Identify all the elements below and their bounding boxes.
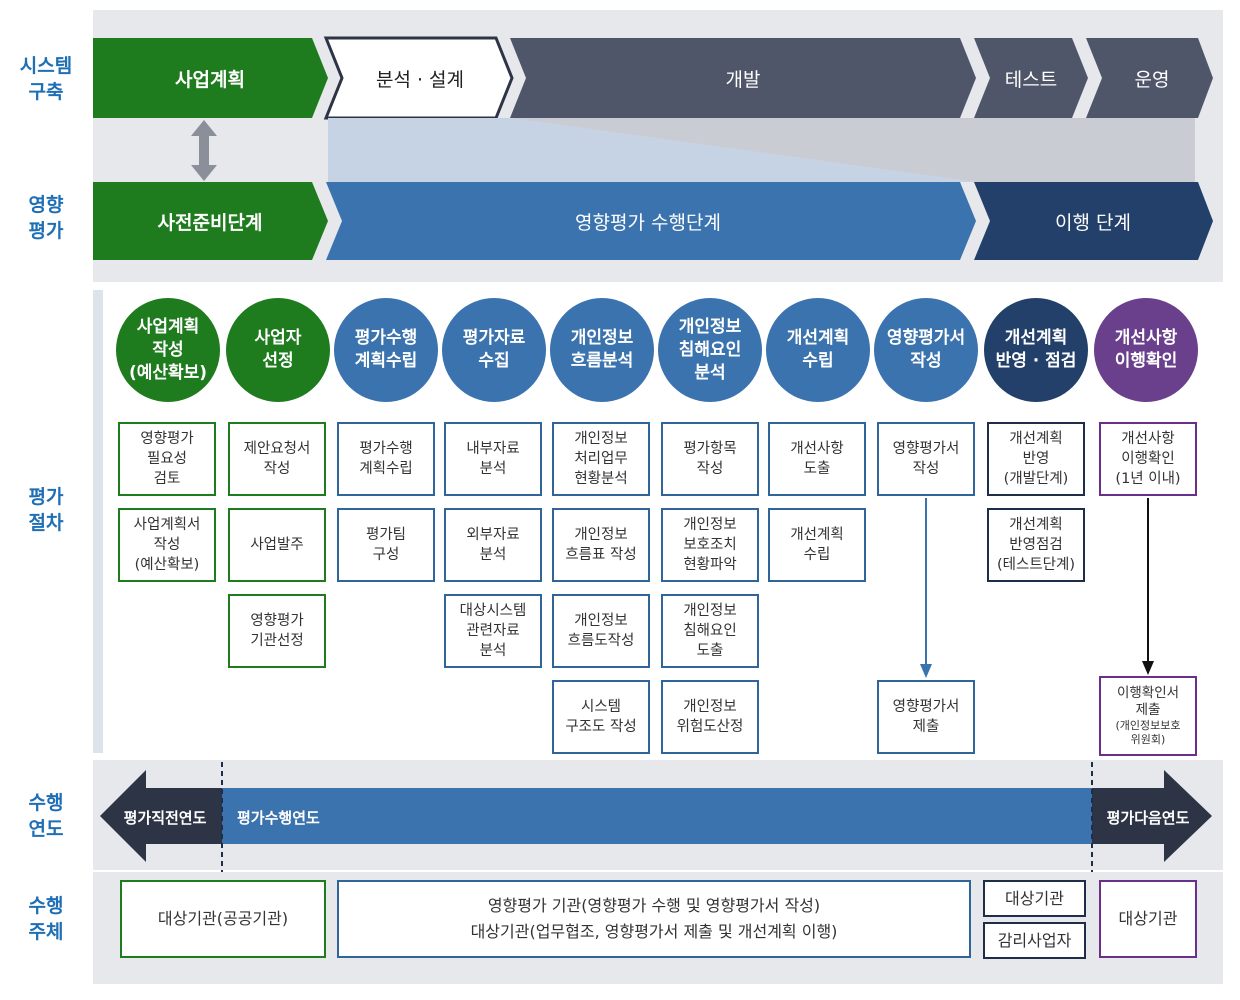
down-arrow-icon: [1142, 498, 1154, 675]
double-arrow-icon: [191, 120, 217, 181]
procedure-task-box: 개선사항 이행확인 (1년 이내): [1099, 422, 1197, 496]
procedure-task-box: 사업발주: [228, 508, 326, 582]
procedure-task-box: 영향평가 기관선정: [228, 594, 326, 668]
procedure-task-box: 사업계획서 작성 (예산확보): [118, 508, 216, 582]
procedure-task-box: 개선계획 반영 (개발단계): [987, 422, 1085, 496]
procedure-task-box: 개인정보 처리업무 현황분석: [552, 422, 650, 496]
procedure-task-box: 영향평가서 제출: [877, 680, 975, 754]
procedure-task-box: 개선사항 도출: [768, 422, 866, 496]
procedure-step-circle: 개인정보 침해요인 분석: [658, 298, 762, 402]
actor-main-line1: 영향평가 기관(영향평가 수행 및 영향평가서 작성): [487, 896, 821, 915]
actor-box-org: 대상기관(공공기관): [120, 880, 326, 958]
system-stage-chevron: [93, 38, 328, 118]
procedure-step-circle: 개선계획 반영 · 점검: [984, 298, 1088, 402]
row-label-impact: 영향 평가: [28, 194, 64, 242]
procedure-task-box: 외부자료 분석: [444, 508, 542, 582]
procedure-task-box: 개인정보 침해요인 도출: [661, 594, 759, 668]
impact-stage-label: 영향평가 수행단계: [575, 212, 721, 234]
year-during-label: 평가수행연도: [237, 809, 320, 827]
system-stage-label: 운영: [1135, 69, 1170, 91]
procedure-step-circle: 개인정보 흐름분석: [550, 298, 654, 402]
system-stage-label: 분석 · 설계: [376, 69, 464, 91]
procedure-step-circle: 영향평가서 작성: [874, 298, 978, 402]
procedure-task-box: 개선계획 반영점검 (테스트단계): [987, 508, 1085, 582]
procedure-task-box: 평가항목 작성: [661, 422, 759, 496]
down-arrow-icon: [920, 498, 932, 678]
projection-light: [328, 118, 975, 182]
year-before-arrow: [100, 770, 222, 862]
system-stage-chevron: [510, 38, 976, 118]
actor-main-line2: 대상기관(업무협조, 영향평가서 제출 및 개선계획 이행): [470, 922, 838, 941]
procedure-task-box: 평가팀 구성: [337, 508, 435, 582]
impact-stage-label: 사전준비단계: [158, 212, 263, 234]
flow-arrows: [920, 498, 1154, 678]
year-timeline: 평가직전연도 평가수행연도 평가다음연도: [100, 762, 1212, 872]
procedure-step-circle: 사업자 선정: [226, 298, 330, 402]
impact-stage-chevron: [974, 182, 1213, 260]
procedure-step-circle: 사업계획 작성 (예산확보): [116, 298, 220, 402]
phase-flow-diagram: 사업계획 분석 · 설계 개발 테스트 운영 사전준비단계 영향평가 수행단계 …: [93, 36, 1213, 260]
procedure-task-box: 영향평가서 작성: [877, 422, 975, 496]
actor-box-auditor: 감리사업자: [983, 922, 1086, 959]
system-stage-label: 개발: [726, 69, 761, 91]
projection-grey: [510, 118, 1195, 182]
procedure-task-box: 개인정보 흐름도작성: [552, 594, 650, 668]
impact-stage-chevron: [93, 182, 328, 260]
actor-box-org2: 대상기관: [983, 880, 1086, 917]
row-label-procedure: 평가 절차: [28, 486, 64, 534]
procedure-task-box: 시스템 구조도 작성: [552, 680, 650, 754]
impact-stage-chevron: [326, 182, 976, 260]
system-stage-chevron: [974, 38, 1088, 118]
procedure-step-circle: 평가자료 수집: [442, 298, 546, 402]
procedure-step-circle: 개선계획 수립: [766, 298, 870, 402]
row-label-actor: 수행 주체: [28, 895, 64, 943]
procedure-task-box: 이행확인서 제출 (개인정보보호 위원회): [1099, 676, 1197, 756]
row-label-system: 시스템 구축: [19, 55, 73, 103]
year-after-arrow: [1092, 770, 1212, 862]
procedure-task-box: 영향평가 필요성 검토: [118, 422, 216, 496]
row-label-year: 수행 연도: [28, 792, 64, 840]
procedure-task-box: 개선계획 수립: [768, 508, 866, 582]
procedure-task-box: 평가수행 계획수립: [337, 422, 435, 496]
procedure-task-box: 내부자료 분석: [444, 422, 542, 496]
actor-box-org3: 대상기관: [1099, 880, 1197, 958]
impact-stage-label: 이행 단계: [1055, 212, 1131, 234]
year-before-label: 평가직전연도: [124, 809, 207, 827]
system-stage-label: 사업계획: [175, 69, 245, 91]
system-stage-label: 테스트: [1005, 69, 1057, 91]
procedure-task-box: 대상시스템 관련자료 분석: [444, 594, 542, 668]
procedure-task-note: (개인정보보호 위원회): [1115, 719, 1181, 746]
procedure-task-box: 개인정보 위험도산정: [661, 680, 759, 754]
procedure-step-circle: 평가수행 계획수립: [334, 298, 438, 402]
procedure-band: [93, 290, 103, 753]
procedure-step-circle: 개선사항 이행확인: [1094, 298, 1198, 402]
year-during-bar: [222, 788, 1092, 844]
procedure-task-box: 개인정보 보호조치 현황파악: [661, 508, 759, 582]
procedure-task-box: 제안요청서 작성: [228, 422, 326, 496]
year-after-label: 평가다음연도: [1107, 809, 1190, 827]
procedure-task-box: 개인정보 흐름표 작성: [552, 508, 650, 582]
system-stage-chevron: [1086, 38, 1213, 118]
actor-box-main: 영향평가 기관(영향평가 수행 및 영향평가서 작성) 대상기관(업무협조, 영…: [337, 880, 971, 958]
procedure-task-label: 이행확인서 제출: [1116, 685, 1180, 718]
